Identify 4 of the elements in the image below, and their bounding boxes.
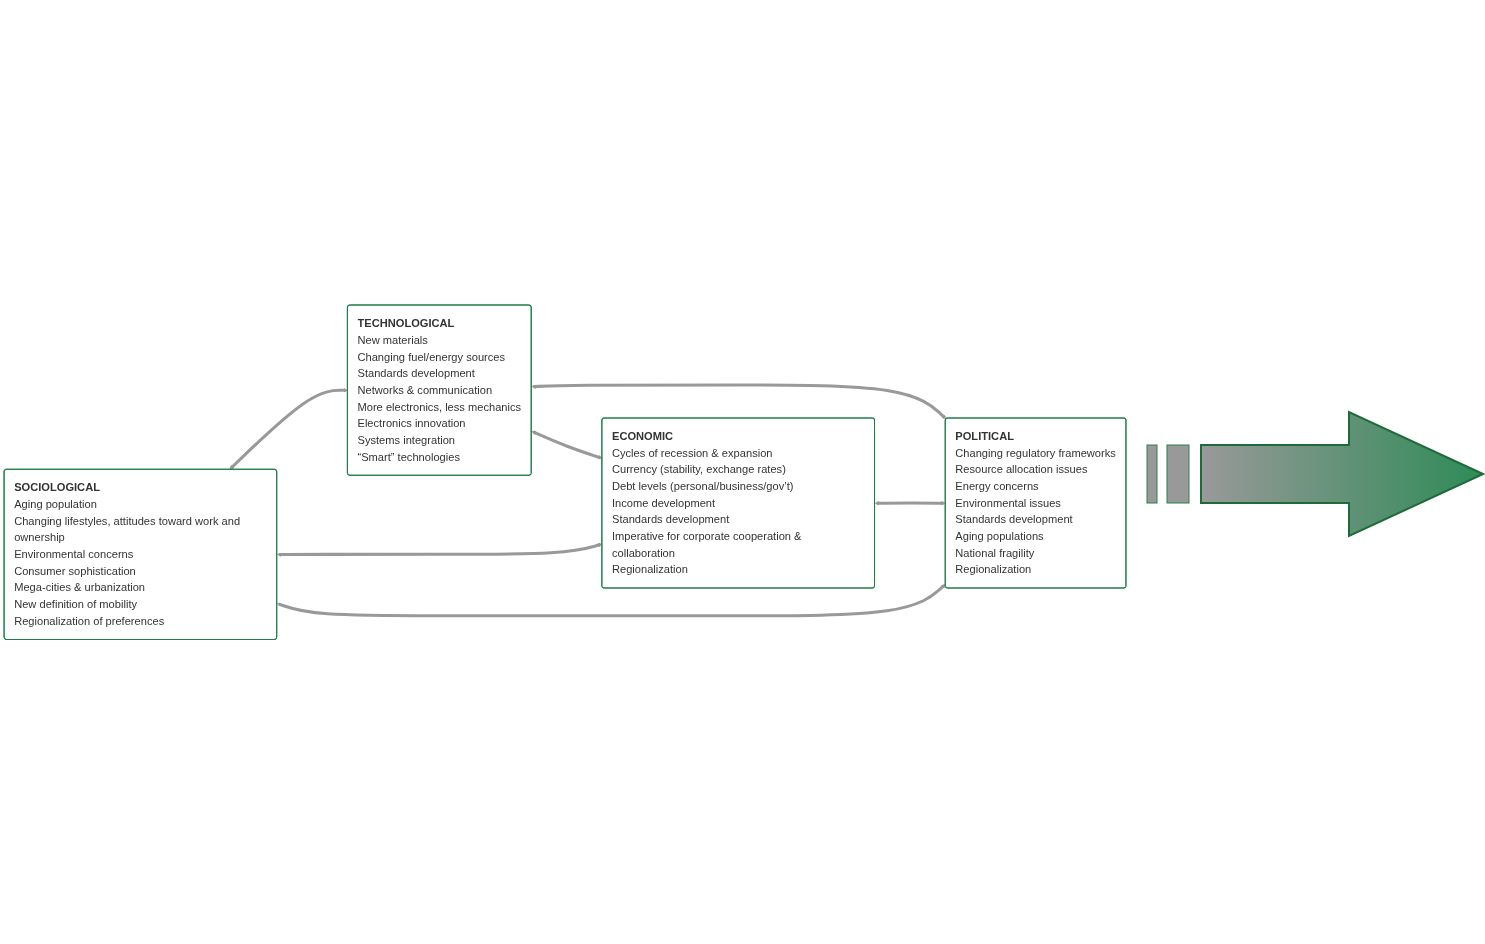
arrow: [874, 500, 946, 506]
arrow: [229, 387, 348, 470]
arrow: [276, 583, 946, 618]
arrow: [531, 383, 947, 419]
